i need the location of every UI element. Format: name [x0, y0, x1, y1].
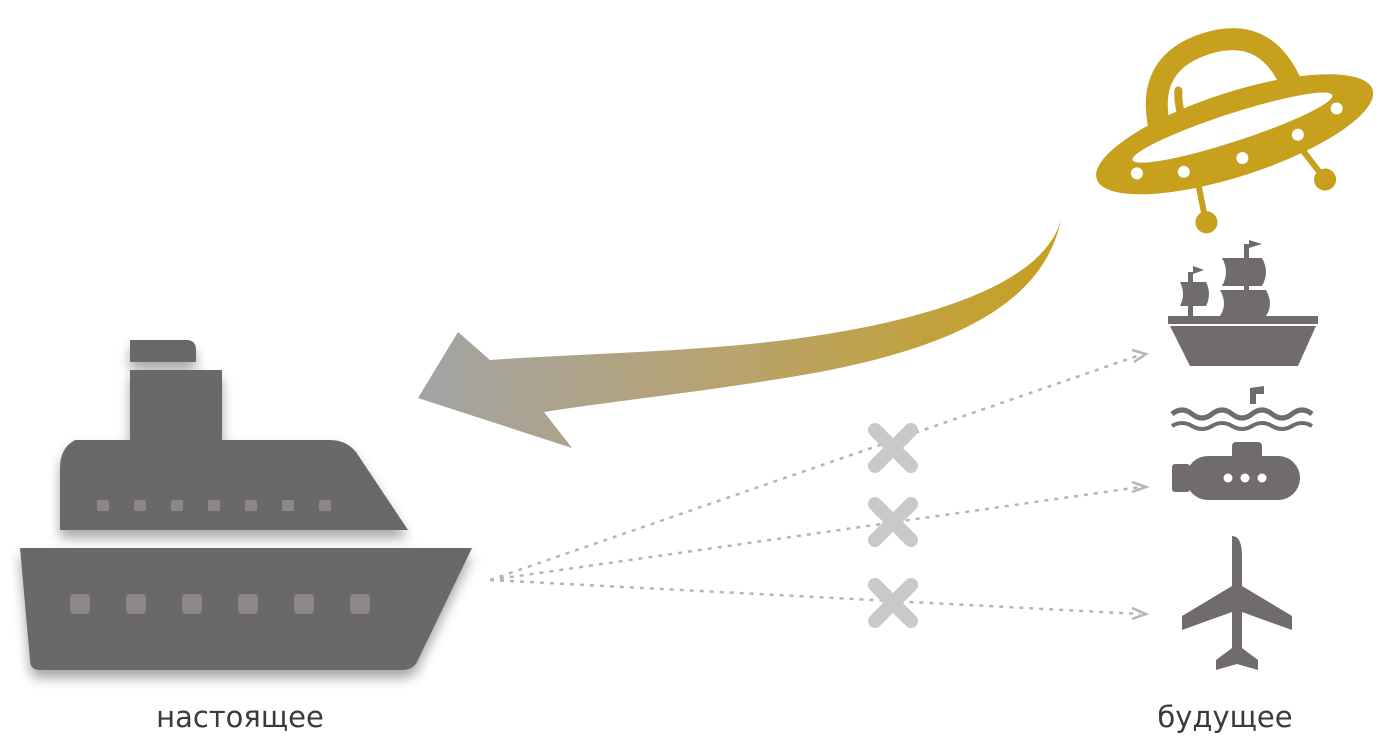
ufo-icon [1067, 0, 1387, 258]
cross-icon [875, 585, 911, 621]
present-label: настоящее [140, 700, 340, 734]
dotted-line-to-submarine [490, 487, 1140, 580]
airplane-icon [1182, 536, 1292, 670]
curved-arrow [418, 214, 1062, 448]
dotted-line-to-airplane [490, 580, 1140, 614]
cross-icon [875, 504, 911, 540]
cross-icon [875, 430, 911, 466]
submarine-icon [1172, 386, 1312, 500]
crosses [875, 430, 911, 621]
arrowhead-airplane [1132, 608, 1146, 619]
sailing-ship-icon [1168, 240, 1318, 366]
future-label: будущее [1150, 700, 1300, 734]
curved-arrow-body [418, 214, 1062, 448]
cruise-ship-icon [20, 340, 472, 670]
